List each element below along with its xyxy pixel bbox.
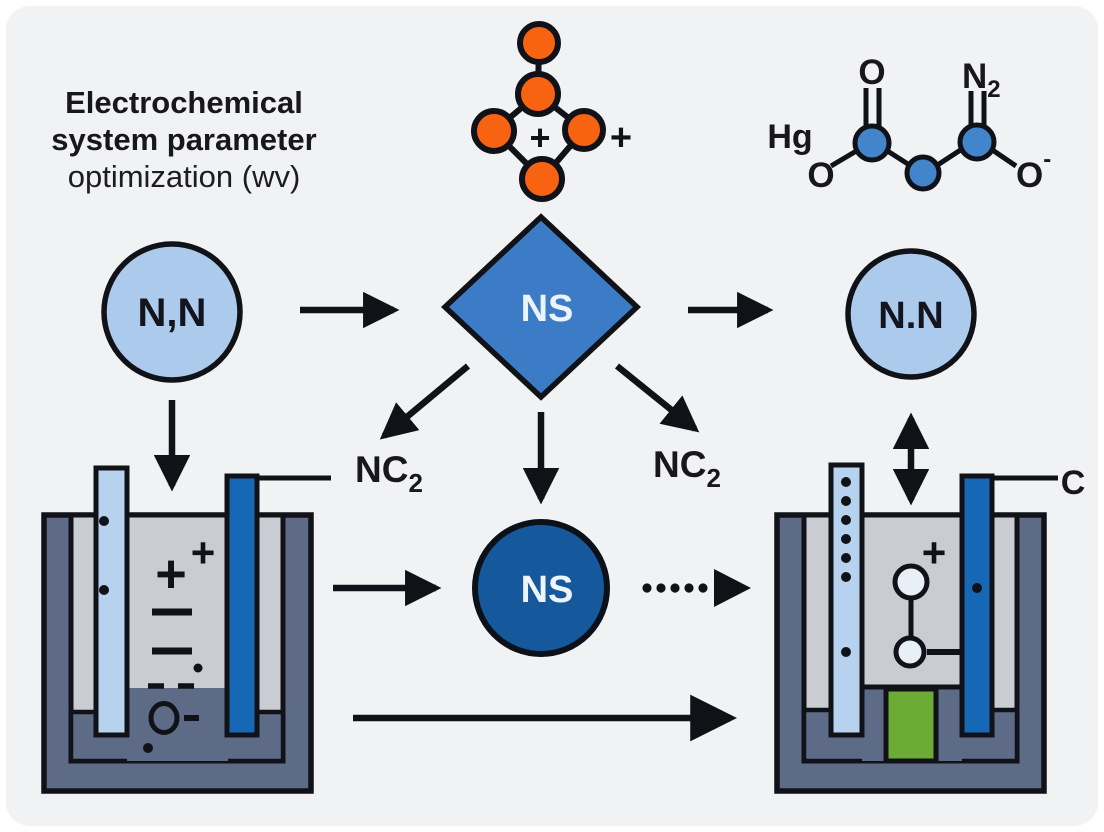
oxygen-right-label: O-: [1016, 146, 1051, 195]
nc2-label-right: NC2: [653, 444, 721, 493]
title-line-2: system parameter: [51, 122, 316, 157]
oxygen-left-label: O: [807, 156, 834, 195]
orange-atom: [471, 108, 517, 154]
orange-atom: [519, 156, 565, 202]
blue-atom: [957, 122, 997, 162]
plus-symbol-large: +: [155, 544, 187, 604]
process-diamond: [440, 213, 642, 401]
cation-molecule: + +: [471, 21, 632, 202]
electrochemical-cell-left: + +: [41, 465, 331, 794]
anion-bonds: [829, 88, 1018, 169]
plus-symbol: +: [922, 529, 947, 576]
intermediate-circle: [472, 519, 610, 657]
intermediate-label: NS: [521, 569, 574, 611]
anion-symbol: [148, 701, 199, 735]
title-line-1: Electrochemical: [65, 85, 303, 120]
arrow-intermediate-to-rightcell-dotted: [642, 569, 751, 607]
green-deposit: [883, 686, 939, 764]
blue-atom: [904, 154, 942, 192]
blue-atom: [852, 123, 892, 163]
product-label: N.N: [878, 295, 943, 337]
arrow-process-to-nc2-right: [614, 363, 700, 433]
plus-charge-inner: +: [529, 117, 550, 158]
electrochemical-cell-right: C +: [774, 462, 1086, 794]
dotted-arrowhead: [714, 569, 751, 607]
process-label: NS: [521, 288, 574, 330]
oxygen-top-label: O: [858, 53, 885, 92]
ion-circle-top: [892, 563, 930, 601]
ion-pair: [892, 563, 960, 669]
orange-atom: [517, 21, 561, 65]
orange-atom: [562, 108, 606, 152]
orange-atom: [515, 71, 561, 117]
particle-dot: [99, 585, 109, 595]
anion-molecule: O N2 Hg O O-: [767, 53, 1051, 195]
plus-symbol-small: +: [191, 529, 216, 576]
reactant-circle: [101, 241, 243, 383]
cation-atoms: [471, 21, 606, 202]
title-line-3: optimization (wv): [68, 159, 301, 194]
particle-dot: [193, 663, 203, 673]
particle-dot: [99, 516, 109, 526]
particle-dot: [972, 583, 982, 593]
flow-arrows: [153, 291, 930, 742]
ion-circle-bottom: [893, 635, 927, 669]
hg-label: Hg: [767, 118, 812, 156]
arrow-process-to-nc2-left: [379, 363, 471, 440]
electrode-dark: [959, 473, 995, 738]
electrode-light: [93, 465, 130, 738]
particle-dot: [143, 743, 153, 753]
electrode-dot-column: [841, 477, 851, 657]
electrode-light: [828, 462, 865, 738]
electrode-dark: [224, 473, 260, 738]
reactant-label: N,N: [138, 291, 207, 335]
plus-charge-outer: +: [610, 117, 632, 159]
wire-label-c: C: [1061, 464, 1086, 502]
nc2-label-left: NC2: [355, 449, 423, 498]
title-block: Electrochemical system parameter optimiz…: [51, 85, 316, 194]
product-circle: [845, 248, 977, 380]
n2-label: N2: [962, 57, 1001, 103]
